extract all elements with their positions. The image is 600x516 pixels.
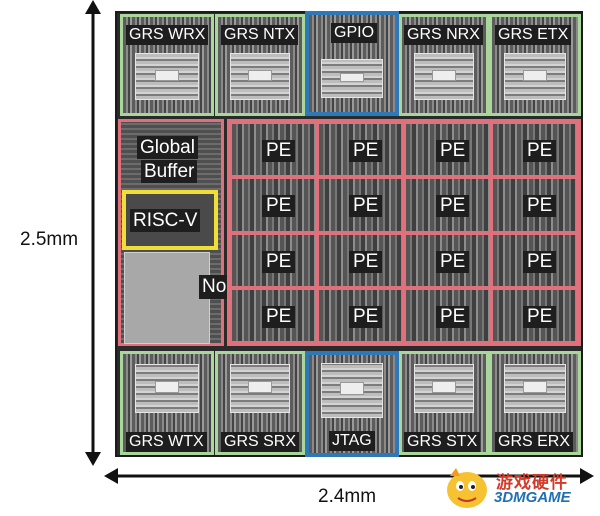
global-buffer-label-line2: Buffer — [141, 160, 198, 183]
tile-circuit — [504, 53, 566, 100]
pe-cell: PE — [317, 287, 404, 343]
pe-cell: PE — [404, 232, 491, 288]
tile-circuit — [321, 58, 383, 99]
tile-grs-wrx: GRS WRX — [120, 14, 214, 116]
tile-grs-srx: GRS SRX — [215, 351, 305, 455]
watermark-text-cn: 游戏硬件 — [496, 473, 568, 492]
pe-cell: PE — [491, 287, 578, 343]
riscv-core: RISC-V — [122, 190, 218, 250]
tile-circuit — [504, 363, 566, 413]
pe-label: PE — [349, 250, 383, 273]
pe-cell: PE — [404, 287, 491, 343]
pe-label: PE — [436, 140, 470, 162]
pe-label: PE — [262, 250, 296, 273]
pe-cell: PE — [404, 177, 491, 233]
pe-label: PE — [262, 195, 296, 218]
tile-label: GRS ERX — [495, 432, 574, 452]
tile-gpio: GPIO — [305, 11, 399, 116]
tile-label: GRS WTX — [126, 432, 207, 452]
pe-cell: PE — [230, 122, 317, 178]
width-dimension-arrow — [104, 468, 594, 484]
sram-block — [124, 252, 210, 344]
width-label: 2.4mm — [318, 486, 377, 507]
pe-cell: PE — [317, 232, 404, 288]
pe-cell: PE — [230, 177, 317, 233]
tile-circuit — [229, 363, 291, 413]
pe-cell: PE — [491, 177, 578, 233]
pe-label: PE — [262, 305, 296, 328]
pe-array: PE PE PE PE PE PE PE PE PE PE PE PE PE PE PE PE — [227, 119, 581, 346]
tile-grs-etx: GRS ETX — [489, 14, 581, 116]
tile-circuit — [321, 362, 383, 418]
tile-jtag: JTAG — [305, 351, 399, 457]
tile-circuit — [413, 53, 475, 100]
watermark-text-en: 3DMGAME — [494, 489, 571, 506]
tile-circuit — [413, 363, 475, 413]
tile-label: GPIO — [331, 23, 378, 43]
pe-cell: PE — [404, 122, 491, 178]
tile-label: JTAG — [329, 431, 375, 451]
watermark-mascot-icon — [447, 468, 487, 508]
pe-label: PE — [262, 140, 296, 162]
pe-cell: PE — [491, 122, 578, 178]
tile-label: GRS NRX — [404, 25, 483, 45]
tile-grs-ntx: GRS NTX — [215, 14, 305, 116]
tile-circuit — [135, 363, 199, 413]
tile-label: GRS ETX — [495, 25, 572, 45]
tile-grs-wtx: GRS WTX — [120, 351, 214, 455]
tile-label: GRS STX — [404, 432, 481, 452]
pe-label: PE — [436, 305, 470, 328]
pe-label: PE — [349, 195, 383, 218]
pe-label: PE — [523, 140, 557, 162]
tile-circuit — [229, 53, 291, 100]
pe-cell: PE — [491, 232, 578, 288]
pe-cell: PE — [230, 232, 317, 288]
height-label: 2.5mm — [20, 229, 79, 250]
pe-label: PE — [349, 305, 383, 328]
pe-cell: PE — [230, 287, 317, 343]
tile-circuit — [135, 53, 199, 100]
pe-label: PE — [436, 195, 470, 218]
riscv-label: RISC-V — [130, 209, 201, 232]
global-buffer-label-line1: Global — [137, 136, 198, 159]
pe-label: PE — [523, 195, 557, 218]
pe-label: PE — [436, 250, 470, 273]
pe-label: PE — [523, 250, 557, 273]
pe-label: PE — [523, 305, 557, 328]
tile-grs-nrx: GRS NRX — [399, 14, 489, 116]
tile-grs-erx: GRS ERX — [489, 351, 581, 455]
tile-label: GRS WRX — [126, 25, 209, 45]
tile-label: GRS SRX — [221, 432, 300, 452]
pe-label: PE — [349, 140, 383, 162]
tile-grs-stx: GRS STX — [399, 351, 489, 455]
pe-cell: PE — [317, 177, 404, 233]
tile-label: GRS NTX — [221, 25, 299, 45]
pe-cell: PE — [317, 122, 404, 178]
height-dimension-arrow — [85, 0, 101, 466]
